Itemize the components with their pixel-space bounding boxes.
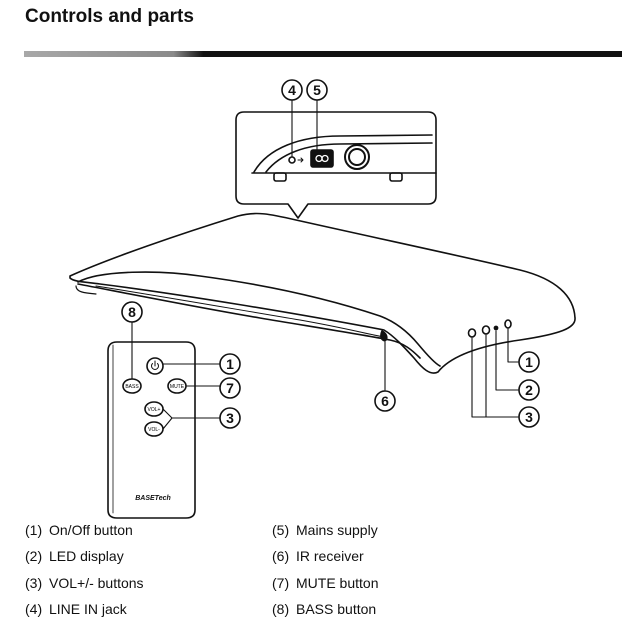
callout-circle-5 [306,79,328,101]
callout-circle-4 [281,79,303,101]
callout-number-1-bar: 1 [525,354,533,370]
callout-number-1-remote: 1 [226,356,234,372]
remote-power-button [146,357,164,375]
callout-number-6: 6 [381,393,389,409]
vol-button-a [481,325,491,335]
remote-brand-logo: BASETech [135,495,171,502]
callout-line-1-bar [507,328,519,363]
callout-circle-1-remote [219,353,241,375]
callout-circle-2 [518,379,540,401]
inset-body-top [253,134,433,173]
callout-circle-6 [374,390,396,412]
soundbar-bottom-edge [75,285,97,295]
jack-symbol [297,157,304,163]
callout-number-7: 7 [226,380,234,396]
callout-line-2 [495,330,519,391]
soundbar-front-lower [77,283,421,359]
callout-number-5: 5 [313,82,321,98]
remote-mute-label: MUTE [170,384,185,390]
bass-port-outer [344,144,370,170]
soundbar [69,212,576,374]
callout-line-3-bar [471,334,519,418]
callout-number-4: 4 [288,82,296,98]
callout-circle-3-bar [518,406,540,428]
inset-frame [235,111,437,219]
inset-body-inner [265,142,433,173]
title-rule [24,51,622,57]
callout-circle-8 [121,301,143,323]
remote-bass-label: BASS [125,384,139,390]
soundbar-top-edge [77,271,441,367]
callout-number-8: 8 [128,304,136,320]
led-display-dot [493,325,499,331]
line-in-jack-icon [288,156,296,164]
callout-number-3-bar: 3 [525,409,533,425]
power-icon [151,360,159,370]
inset-foot-right [389,172,403,182]
remote-volplus-label: VOL+ [148,407,161,413]
inset-foot-left [273,172,287,182]
callout-circle-3-remote [219,407,241,429]
callout-circle-7 [219,377,241,399]
soundbar-front-grille [95,285,385,338]
callout-number-3-remote: 3 [226,410,234,426]
remote-body [107,341,196,519]
page-title: Controls and parts [25,6,194,27]
ir-receiver-icon [380,330,388,342]
soundbar-top-outline [69,212,576,374]
callout-line-3-remote [162,408,221,430]
onoff-button-side [504,319,512,329]
bass-port-inner [348,148,366,166]
rear-inset [235,111,437,219]
remote-volminus-label: VOL- [148,427,160,433]
vol-button-b [467,328,477,338]
mains-pin-right [321,154,329,163]
callout-circle-1-bar [518,351,540,373]
callout-number-2: 2 [525,382,533,398]
